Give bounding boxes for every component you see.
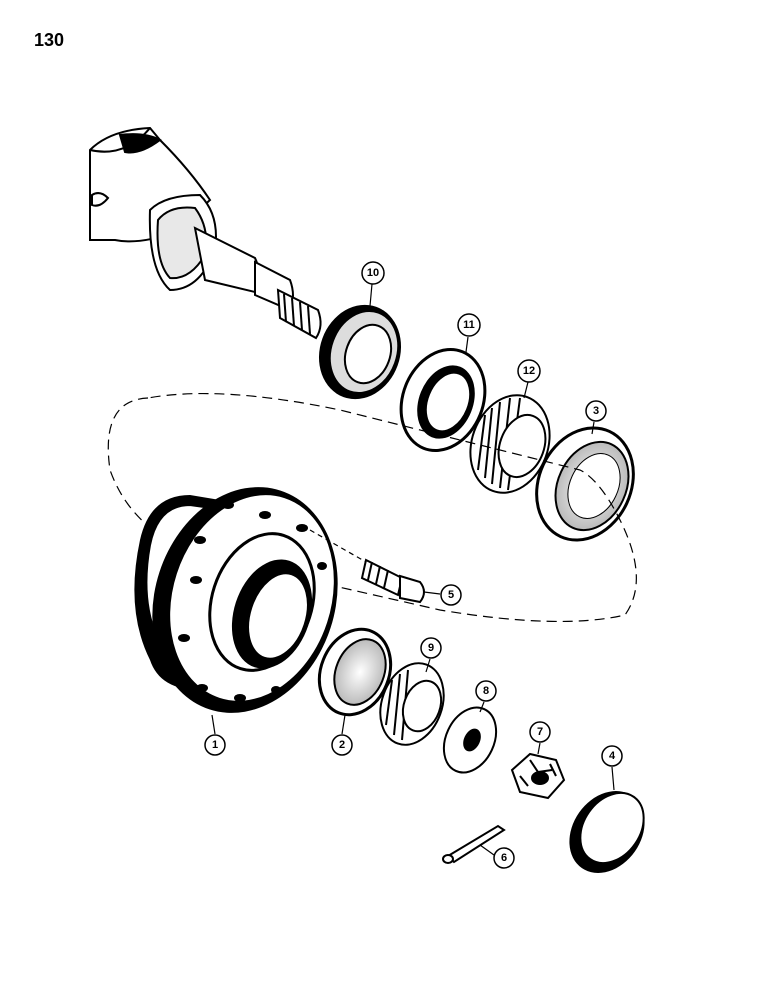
- callout-6: 6: [493, 847, 515, 869]
- bearing-cone-part-12: [469, 394, 551, 494]
- callout-3-label: 3: [593, 405, 599, 417]
- wheel-stud-part-5: [309, 529, 425, 604]
- callout-12: 12: [517, 359, 541, 383]
- callout-1-label: 1: [212, 739, 218, 751]
- callout-7-label: 7: [537, 726, 543, 738]
- callout-2: 2: [331, 734, 353, 756]
- callout-12-label: 12: [523, 365, 535, 377]
- hub-bolt-holes: [178, 501, 327, 702]
- callout-4-label: 4: [609, 750, 616, 762]
- page-number: 130: [34, 30, 65, 50]
- callout-7: 7: [529, 721, 551, 743]
- callout-6-label: 6: [501, 852, 507, 864]
- callout-5: 5: [440, 584, 462, 606]
- callout-3: 3: [585, 400, 607, 422]
- callout-5-label: 5: [448, 589, 454, 601]
- callout-10-label: 10: [367, 267, 379, 279]
- leader-lines: [211, 283, 615, 856]
- callout-8-label: 8: [483, 685, 489, 697]
- callout-1: 1: [204, 734, 226, 756]
- bearing-cup-part-2: [317, 627, 393, 717]
- spindle-housing: [89, 126, 322, 340]
- assembly-loop: [107, 392, 637, 623]
- dust-cap-part-4: [569, 791, 645, 873]
- callout-2-label: 2: [339, 739, 345, 751]
- callout-11: 11: [457, 313, 481, 337]
- seal-part-10: [318, 304, 402, 400]
- bearing-cup-part-11: [399, 348, 487, 452]
- bearing-cup-part-3: [535, 426, 635, 542]
- washer-part-8: [442, 706, 498, 774]
- callout-8: 8: [475, 680, 497, 702]
- spindle-thread: [276, 288, 322, 340]
- callout-10: 10: [361, 261, 385, 285]
- callout-9: 9: [420, 637, 442, 659]
- callout-9-label: 9: [428, 642, 434, 654]
- cotter-pin-part-6: [442, 824, 506, 864]
- callout-11-label: 11: [463, 319, 475, 331]
- castle-nut-part-7: [510, 752, 566, 800]
- hub-part-1: [134, 487, 338, 713]
- callout-4: 4: [601, 745, 623, 767]
- bearing-cone-part-9: [379, 662, 445, 746]
